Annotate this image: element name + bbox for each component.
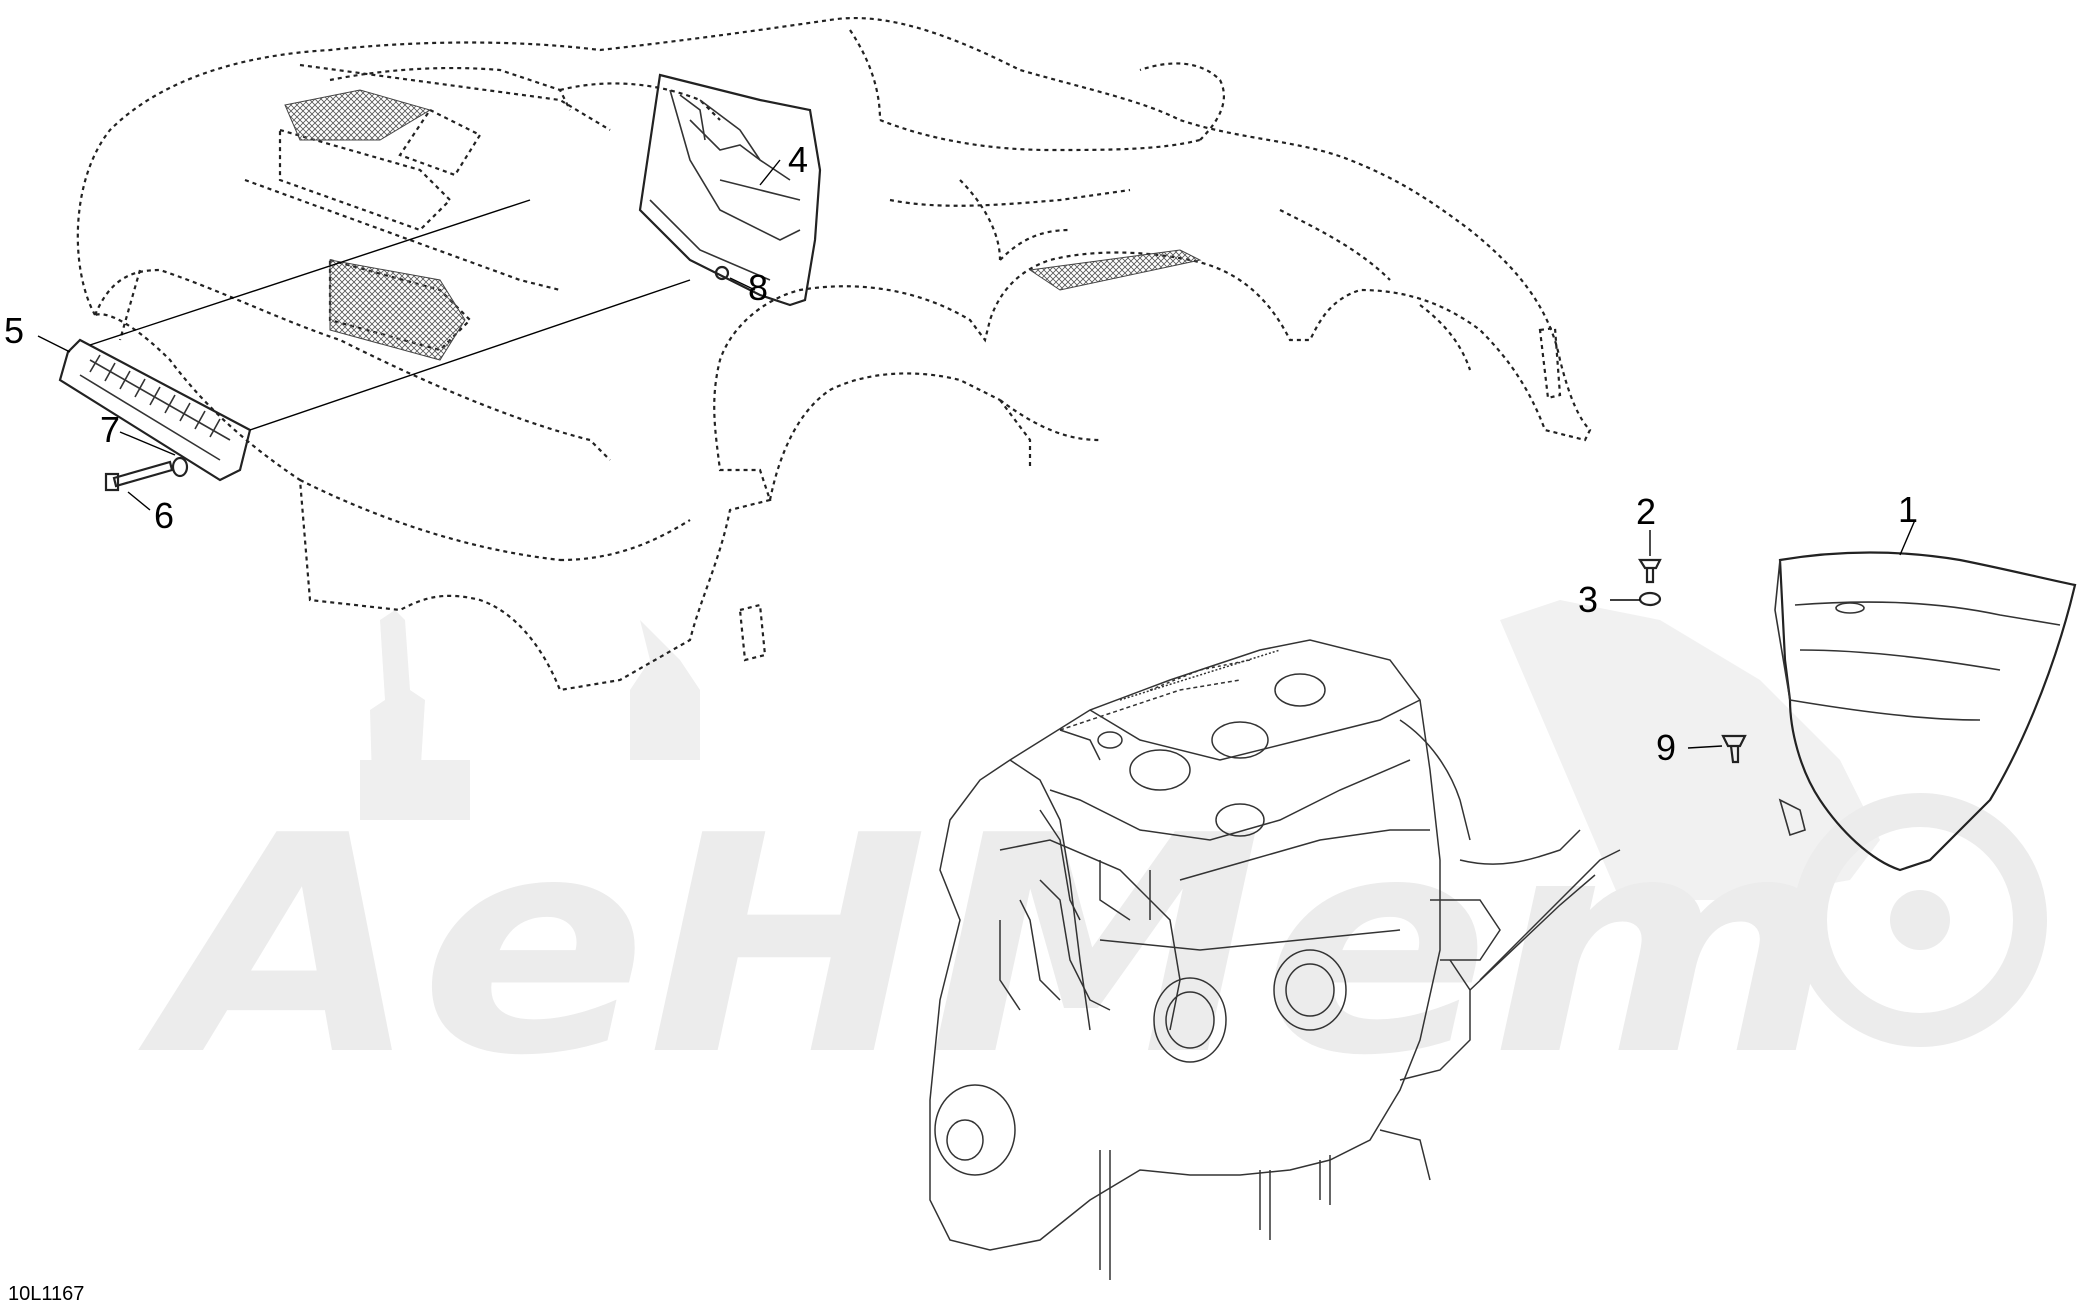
callout-6: 6: [154, 495, 174, 536]
callout-8: 8: [748, 267, 768, 308]
washer-7: [171, 456, 189, 478]
push-rivet-9: [1721, 734, 1747, 764]
screw-6: [104, 460, 174, 492]
callout-7: 7: [100, 409, 120, 450]
push-rivet-2: [1638, 558, 1662, 584]
vent-mesh: [284, 89, 1202, 361]
duct-housing: [638, 73, 822, 307]
drawing-code: 10L1167: [8, 1283, 84, 1305]
air-intake-silencer: [1774, 551, 2077, 872]
vent-grille: [58, 338, 252, 482]
callout-9: 9: [1656, 727, 1676, 768]
callout-1: 1: [1898, 489, 1918, 530]
watermark: AeHMem: [134, 560, 2047, 1121]
washer-3: [1638, 591, 1662, 607]
callout-2: 2: [1636, 491, 1656, 532]
callout-5: 5: [4, 310, 24, 351]
callout-4: 4: [788, 139, 808, 180]
callout-leaders: [37, 159, 1916, 749]
engine-assembly: [929, 639, 1621, 1280]
watermark-text: AeHMem: [134, 772, 1840, 1121]
callout-3: 3: [1578, 579, 1598, 620]
nut-8: [714, 265, 730, 281]
